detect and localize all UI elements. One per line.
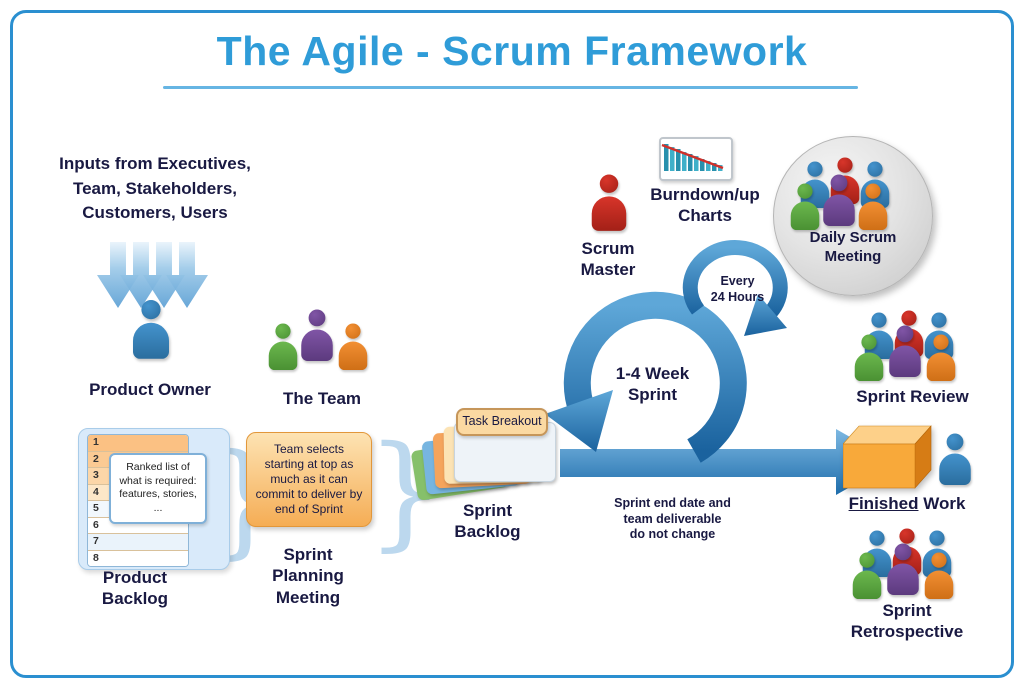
- daily-loop-label: Every 24 Hours: [710, 274, 765, 304]
- down-arrow-icon: [166, 242, 208, 308]
- finished-work-label: Finished Work: [827, 493, 987, 514]
- sprint-review-label: Sprint Review: [856, 387, 969, 406]
- person-icon: [823, 174, 855, 228]
- finished-work-cube-icon: [842, 424, 935, 495]
- sprint-loop-arrow: [563, 291, 747, 463]
- burndown-chart-icon: [659, 137, 733, 181]
- team-label: The Team: [282, 389, 362, 408]
- sprint-loop-arrowhead: [545, 390, 613, 452]
- finished-work-person-icon: [939, 433, 971, 487]
- person-icon: [268, 323, 298, 372]
- sprint-retrospective-group: [850, 526, 970, 601]
- work-word: Work: [918, 494, 966, 513]
- sprint-review-group: [852, 308, 972, 383]
- product-owner-label: Product Owner: [89, 380, 211, 399]
- burndown-label: Burndown/up Charts: [650, 185, 760, 226]
- sprint-end-note: Sprint end date and team deliverable do …: [614, 496, 731, 542]
- title-underline: [163, 86, 858, 89]
- person-icon: [889, 325, 921, 379]
- person-icon: [301, 309, 333, 363]
- person-icon: [852, 552, 882, 601]
- person-icon: [858, 183, 888, 232]
- finished-word: Finished: [848, 494, 919, 513]
- person-icon: [887, 543, 919, 597]
- person-icon: [854, 334, 884, 383]
- scrum-master-label: Scrum Master: [580, 239, 636, 280]
- sprint-backlog-label: Sprint Backlog: [454, 501, 521, 542]
- backlog-note: Ranked list of what is required: feature…: [109, 453, 207, 524]
- backlog-row: 7: [88, 534, 188, 551]
- sprint-retrospective-label: Sprint Retrospective: [850, 601, 964, 642]
- page-title: The Agile - Scrum Framework: [216, 28, 808, 74]
- backlog-row: 1: [88, 435, 188, 452]
- person-icon: [926, 334, 956, 383]
- person-icon: [338, 323, 368, 372]
- finished-work-arrow: [560, 429, 894, 495]
- scrum-master-icon: [591, 174, 627, 233]
- person-icon: [790, 183, 820, 232]
- backlog-row: 8: [88, 550, 188, 566]
- daily-loop-arrowhead: [744, 294, 787, 336]
- product-backlog-label: Product Backlog: [101, 568, 169, 609]
- sprint-loop-label: 1-4 Week Sprint: [615, 364, 690, 405]
- product-owner-icon: [133, 300, 169, 360]
- task-breakout-tag: Task Breakout: [456, 408, 548, 436]
- sprint-planning-label: Sprint Planning Meeting: [272, 545, 344, 607]
- daily-scrum-label: Daily Scrum Meeting: [809, 229, 897, 265]
- sprint-planning-box: Team selects starting at top as much as …: [246, 432, 372, 527]
- inputs-note: Inputs from Executives, Team, Stakeholde…: [59, 154, 251, 223]
- product-backlog-widget: 1 2 3 4 5 6 7 8 Ranked list of what is r…: [78, 428, 230, 570]
- page-frame: [10, 10, 1014, 678]
- daily-loop-arrow: [682, 240, 788, 321]
- team-group: [268, 309, 378, 374]
- person-icon: [924, 552, 954, 601]
- input-arrows: [97, 242, 237, 310]
- daily-scrum-circle: Daily Scrum Meeting: [773, 136, 933, 296]
